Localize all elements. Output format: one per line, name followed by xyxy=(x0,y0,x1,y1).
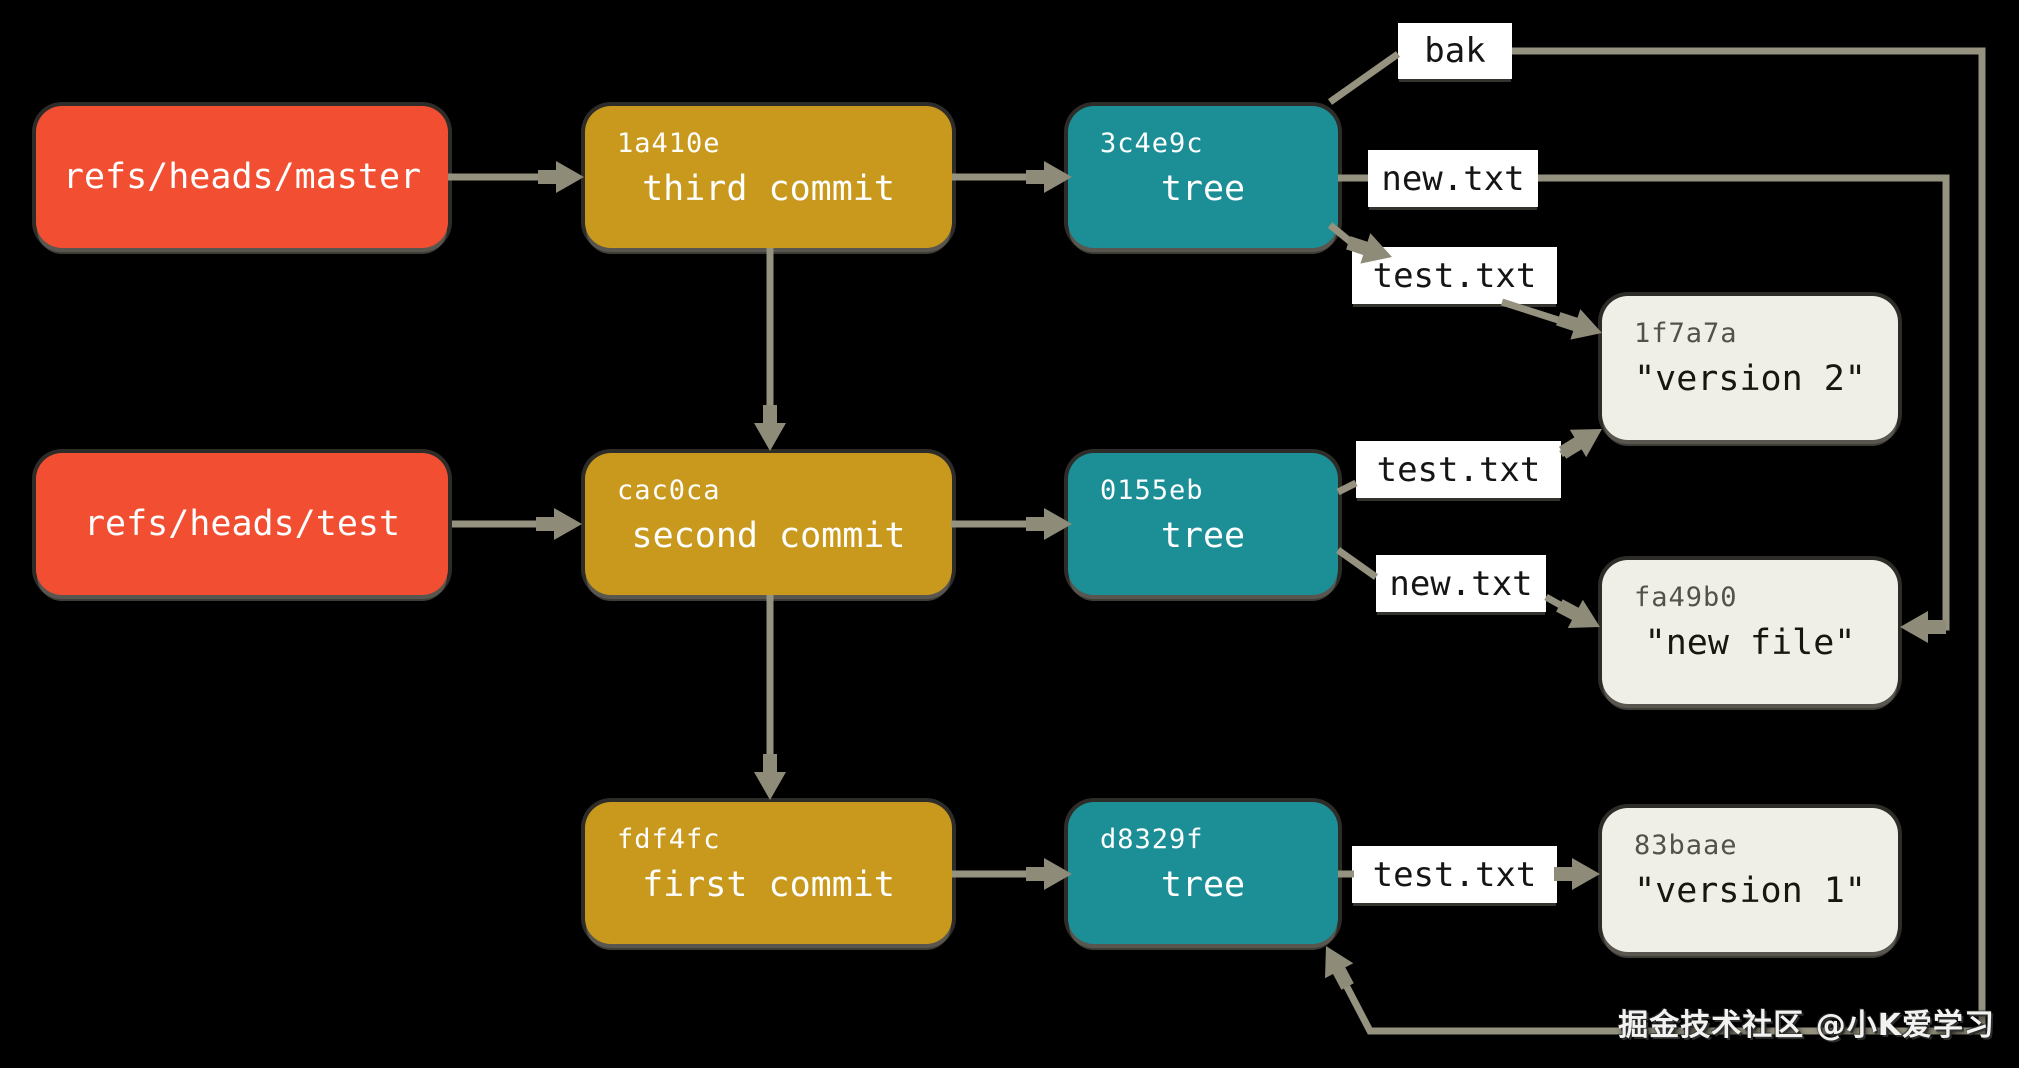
edge-testtxt1-to-version2-blob xyxy=(1500,298,1582,331)
edge-newtxt2-to-newfile-blob xyxy=(1544,593,1580,619)
commit-second-box: cac0ca second commit xyxy=(585,453,952,595)
edge-tree2-to-newtxt2 xyxy=(1335,547,1379,580)
edge-label-test-txt-3: test.txt xyxy=(1352,846,1557,903)
arrowhead-into-third-commit xyxy=(538,161,584,193)
arrowhead-into-version2-blob-lower xyxy=(1559,429,1602,459)
commit-third-hash: 1a410e xyxy=(617,128,721,159)
tree-third-label: tree xyxy=(1160,169,1246,209)
watermark-text: 掘金技术社区 @小K爱学习 xyxy=(1618,1008,1995,1043)
arrowhead-into-newfile-blob-right xyxy=(1900,611,1946,643)
blob-version1-label: "version 1" xyxy=(1634,871,1866,911)
arrowhead-into-first-commit-top xyxy=(754,754,786,800)
arrowhead-into-tree3 xyxy=(1026,161,1072,193)
commit-first-box: fdf4fc first commit xyxy=(585,802,952,944)
ref-master-box: refs/heads/master xyxy=(36,106,448,248)
commit-first-hash: fdf4fc xyxy=(617,824,721,855)
commit-first-label: first commit xyxy=(642,865,895,905)
arrowhead-into-tree2 xyxy=(1026,508,1072,540)
edge-label-new-txt-2: new.txt xyxy=(1376,555,1546,612)
commit-third-box: 1a410e third commit xyxy=(585,106,952,248)
edge-tree3-to-bak xyxy=(1327,51,1401,105)
arrowhead-into-version2-blob-upper xyxy=(1556,309,1602,340)
edge-label-test-txt-2: test.txt xyxy=(1356,441,1561,498)
edge-label-new-txt-1: new.txt xyxy=(1368,150,1538,207)
tree-first-hash: d8329f xyxy=(1100,824,1204,855)
blob-version1-box: 83baae "version 1" xyxy=(1602,808,1898,952)
blob-newfile-hash: fa49b0 xyxy=(1634,582,1738,613)
edge-label-test-txt-1: test.txt xyxy=(1352,247,1557,304)
blob-version2-box: 1f7a7a "version 2" xyxy=(1602,296,1898,440)
ref-test-label: refs/heads/test xyxy=(83,504,401,544)
edge-tree2-to-testtxt2 xyxy=(1336,479,1358,496)
tree-third-hash: 3c4e9c xyxy=(1100,128,1204,159)
tree-second-label: tree xyxy=(1160,516,1246,556)
commit-second-label: second commit xyxy=(631,516,906,556)
edge-label-bak: bak xyxy=(1398,23,1512,79)
commit-second-hash: cac0ca xyxy=(617,475,721,506)
arrowhead-into-tree1 xyxy=(1026,858,1072,890)
arrowhead-into-version1-blob xyxy=(1554,858,1600,890)
ref-test-box: refs/heads/test xyxy=(36,453,448,595)
tree-third-box: 3c4e9c tree xyxy=(1068,106,1338,248)
edge-testtxt2-to-version2-blob xyxy=(1559,437,1586,457)
arrowhead-into-second-commit-top xyxy=(754,405,786,451)
commit-third-label: third commit xyxy=(642,169,895,209)
arrowhead-into-second-commit xyxy=(536,508,582,540)
tree-first-box: d8329f tree xyxy=(1068,802,1338,944)
arrowhead-into-tree1-corner xyxy=(1325,946,1354,990)
ref-master-label: refs/heads/master xyxy=(62,157,422,197)
tree-first-label: tree xyxy=(1160,865,1246,905)
tree-second-hash: 0155eb xyxy=(1100,475,1204,506)
blob-version2-label: "version 2" xyxy=(1634,359,1866,399)
blob-version1-hash: 83baae xyxy=(1634,830,1738,861)
blob-newfile-box: fa49b0 "new file" xyxy=(1602,560,1898,704)
tree-second-box: 0155eb tree xyxy=(1068,453,1338,595)
arrowhead-into-newfile-blob-left xyxy=(1556,599,1600,628)
blob-newfile-label: "new file" xyxy=(1644,623,1856,663)
blob-version2-hash: 1f7a7a xyxy=(1634,318,1738,349)
